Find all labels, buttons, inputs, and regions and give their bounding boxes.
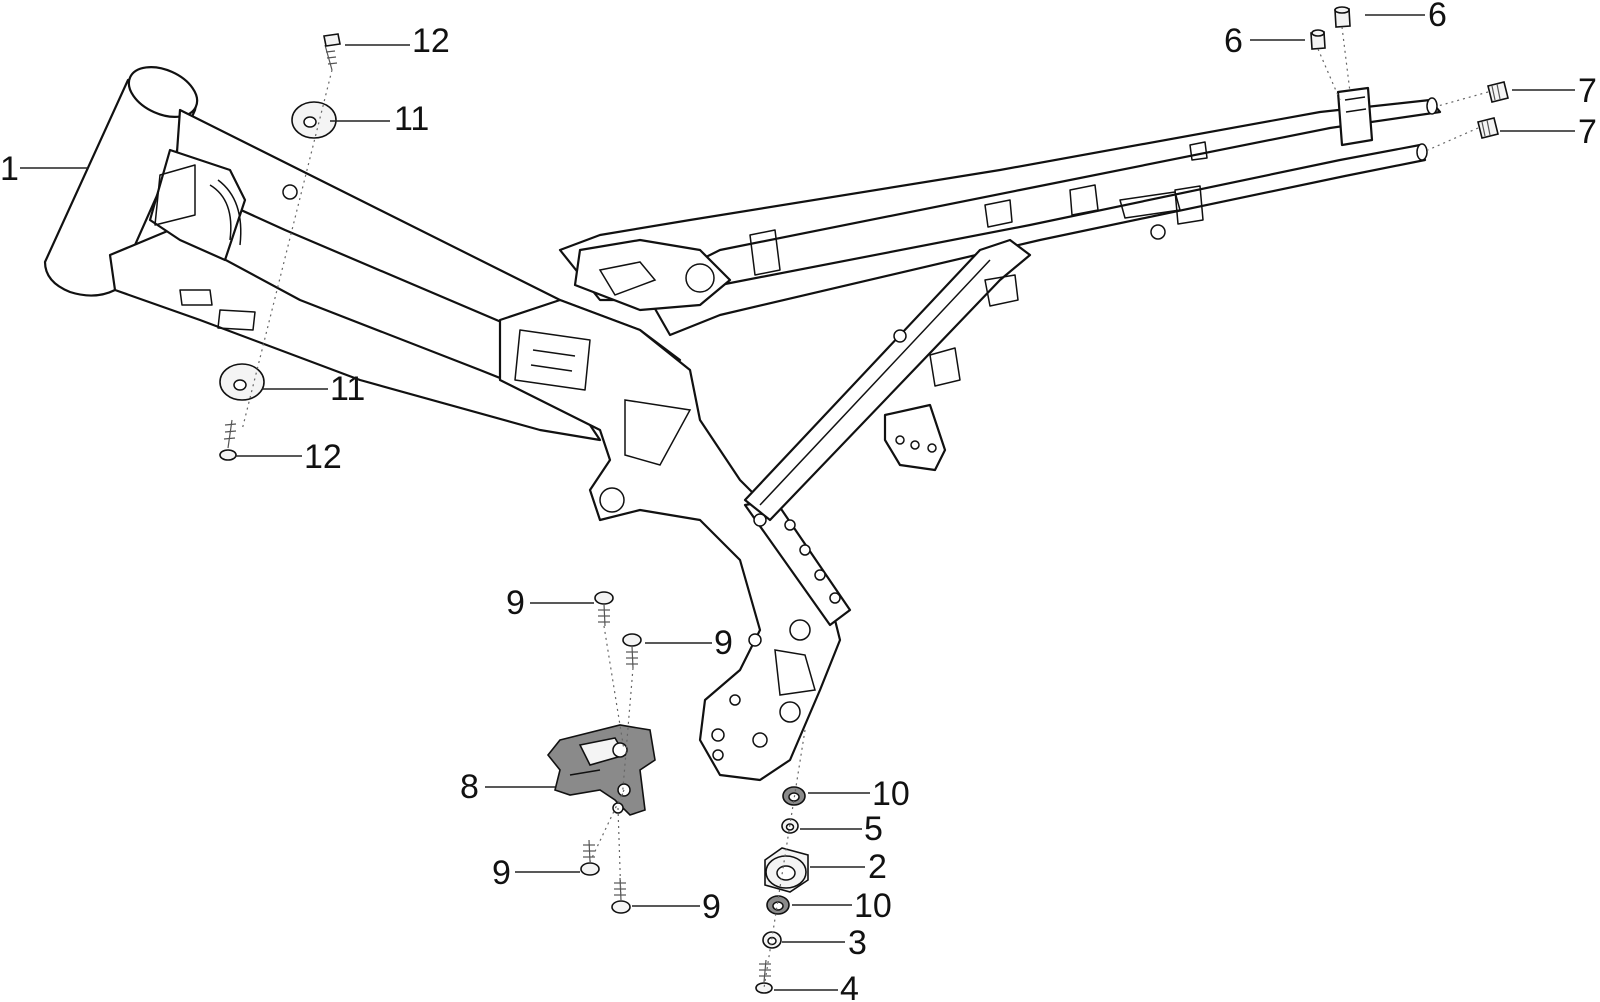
washer-10-bottom [766,895,790,915]
callout-1: 1 [0,150,19,188]
bracket-8 [546,724,656,816]
plug-7-lower [1477,117,1499,139]
callout-7-lower: 7 [1578,113,1597,151]
bushing-11-bottom [219,363,265,401]
callout-4: 4 [840,970,859,1002]
callout-6-left: 6 [1224,22,1243,60]
callout-9-c: 9 [492,854,511,892]
bolt-9-d [611,877,631,914]
spacer-2 [764,847,809,893]
callout-7-upper: 7 [1578,72,1597,110]
callout-3: 3 [848,924,867,962]
callout-11-bottom: 11 [330,370,365,408]
bolt-4 [755,959,773,994]
callout-10-top: 10 [872,775,910,813]
callout-12-bottom: 12 [304,438,342,476]
callout-9-a: 9 [506,584,525,622]
plug-7-upper [1487,81,1509,103]
bolt-9-c [580,839,600,876]
callout-9-b: 9 [714,624,733,662]
cap-6-lower [1310,29,1326,50]
callout-8: 8 [460,768,479,806]
callout-2: 2 [868,848,887,886]
main-frame [43,66,1442,782]
callout-12-top: 12 [412,22,450,60]
assembly-lines [241,26,1489,989]
bolt-12-bottom [219,419,237,461]
callout-10-bottom: 10 [854,887,892,925]
bolt-9-b [622,633,642,669]
callout-9-d: 9 [702,888,721,926]
callout-6-right: 6 [1428,0,1447,34]
nut-3 [762,931,782,949]
leader-lines [20,14,1575,991]
callout-11-top: 11 [394,100,429,138]
bolt-12-top [323,33,341,71]
bolt-9-a [594,591,614,627]
callout-5: 5 [864,810,883,848]
bushing-11-top [291,101,337,139]
cap-6-upper [1334,6,1351,28]
